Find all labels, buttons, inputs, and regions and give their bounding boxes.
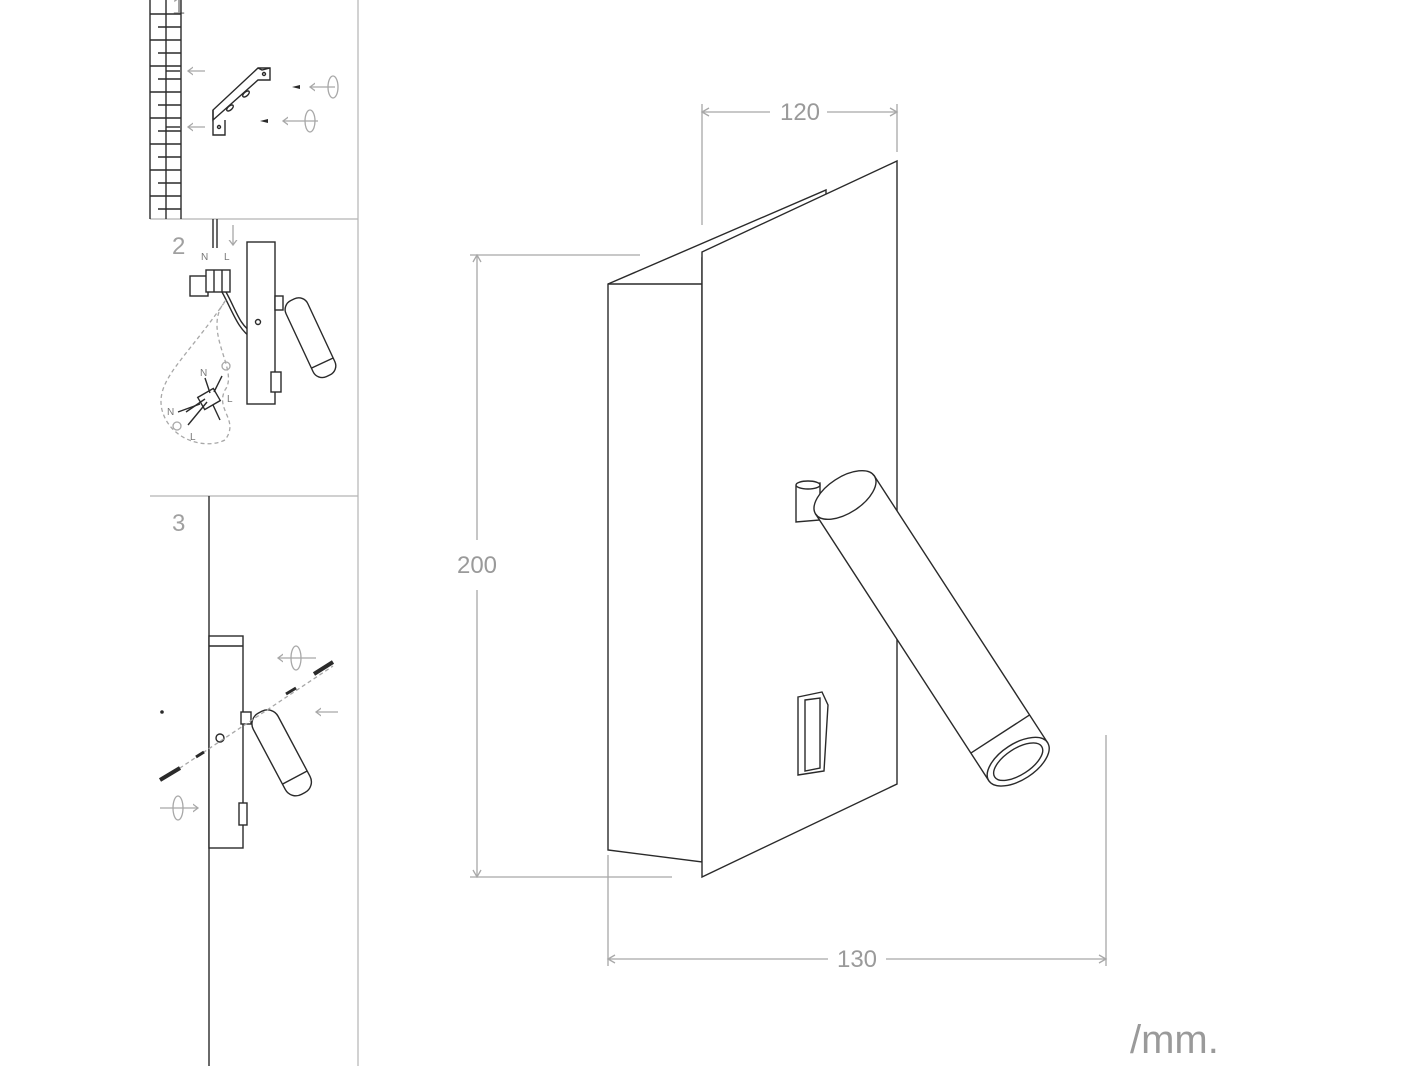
unit-label: /mm. — [1130, 1018, 1219, 1062]
mounting-bracket — [212, 67, 271, 136]
rotate-icon — [172, 795, 184, 821]
junction-label-n: N — [200, 368, 207, 379]
junction-detail — [177, 375, 223, 426]
terminal-block — [189, 269, 231, 297]
step-3-number: 3 — [172, 510, 185, 537]
lamp-installed-view — [208, 635, 313, 849]
rocker-switch — [797, 691, 829, 776]
step-1-panel: 1 — [149, 0, 339, 219]
dimension-lines: 120 200 130 — [457, 99, 1108, 973]
ground-icon — [221, 361, 231, 371]
rotate-icon — [327, 75, 339, 99]
detail-callout — [160, 299, 231, 445]
installation-steps: 1 — [149, 0, 359, 1066]
rotate-icon — [290, 645, 302, 671]
junction-label-l2: L — [190, 432, 196, 443]
wall-lamp-main-view — [607, 159, 1050, 879]
step-1-number: 1 — [172, 0, 185, 20]
wire-label-n: N — [201, 252, 208, 263]
screwdriver-icon — [158, 660, 335, 782]
dimension-width-bottom: 130 — [837, 946, 877, 973]
screw-icon — [292, 85, 300, 89]
dimension-width-top: 120 — [780, 99, 820, 126]
junction-label-n2: N — [167, 407, 174, 418]
step-3-panel: 3 — [158, 496, 338, 1066]
lamp-side-view — [246, 241, 337, 405]
brick-wall — [149, 0, 182, 219]
spotlight-tube — [813, 469, 1050, 787]
step-2-number: 2 — [172, 233, 185, 260]
wire-label-l: L — [224, 252, 230, 263]
junction-label-l: L — [227, 394, 233, 405]
step-2-panel: 2 N L — [160, 219, 337, 445]
ground-icon — [172, 421, 182, 431]
screw-axis — [167, 665, 334, 777]
dimension-height: 200 — [457, 552, 497, 579]
screw-icon — [260, 119, 268, 123]
rotate-icon — [304, 109, 316, 133]
